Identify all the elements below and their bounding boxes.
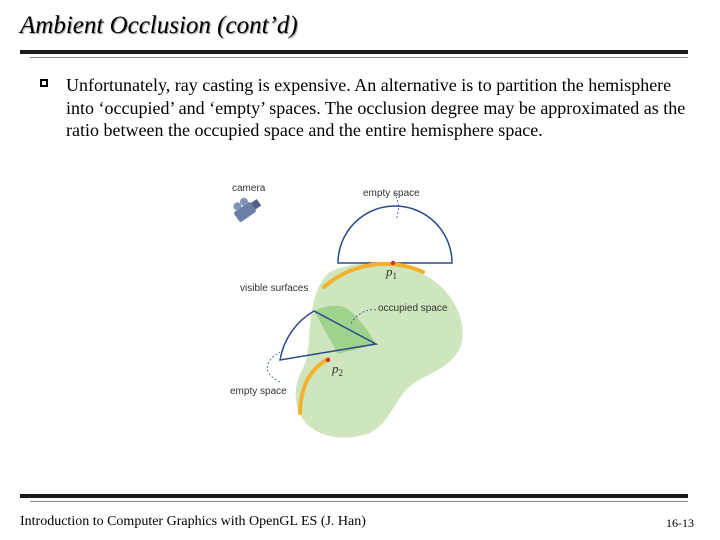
point-p1-marker bbox=[390, 260, 396, 266]
visible-surface-top bbox=[322, 261, 425, 289]
square-bullet-icon bbox=[40, 79, 48, 87]
occupied-surface-blob bbox=[295, 262, 463, 438]
point-p2-marker bbox=[325, 357, 331, 363]
bullet-text: Unfortunately, ray casting is expensive.… bbox=[66, 75, 686, 140]
slide-title: Ambient Occlusion (cont’d) bbox=[20, 12, 298, 39]
leader-occupied-space bbox=[349, 309, 377, 326]
footer-page-number: 16-13 bbox=[666, 516, 694, 530]
label-occupied-space: occupied space bbox=[378, 303, 448, 314]
footer-divider-thick bbox=[20, 494, 688, 498]
camera-icon bbox=[233, 197, 262, 222]
label-empty-space-bottom: empty space bbox=[230, 386, 287, 397]
ambient-occlusion-diagram: camera empty space visible surfaces occu… bbox=[230, 183, 463, 438]
footer-divider-thin bbox=[30, 501, 688, 502]
leader-empty-space-top bbox=[393, 192, 399, 221]
label-camera: camera bbox=[232, 183, 266, 194]
lower-hemisphere bbox=[279, 310, 379, 361]
visible-surface-bottom bbox=[298, 357, 330, 415]
footer-course-title: Introduction to Computer Graphics with O… bbox=[20, 514, 366, 529]
title-divider-thick bbox=[20, 50, 688, 54]
leader-empty-space-bottom bbox=[266, 351, 281, 383]
label-p2: p2 bbox=[331, 361, 343, 378]
upper-hemisphere bbox=[337, 205, 453, 264]
occupied-space-region bbox=[314, 305, 376, 354]
label-p1: p1 bbox=[385, 264, 397, 281]
label-visible-surfaces: visible surfaces bbox=[240, 283, 308, 294]
label-empty-space-top: empty space bbox=[363, 188, 420, 199]
title-divider-thin bbox=[30, 57, 688, 58]
